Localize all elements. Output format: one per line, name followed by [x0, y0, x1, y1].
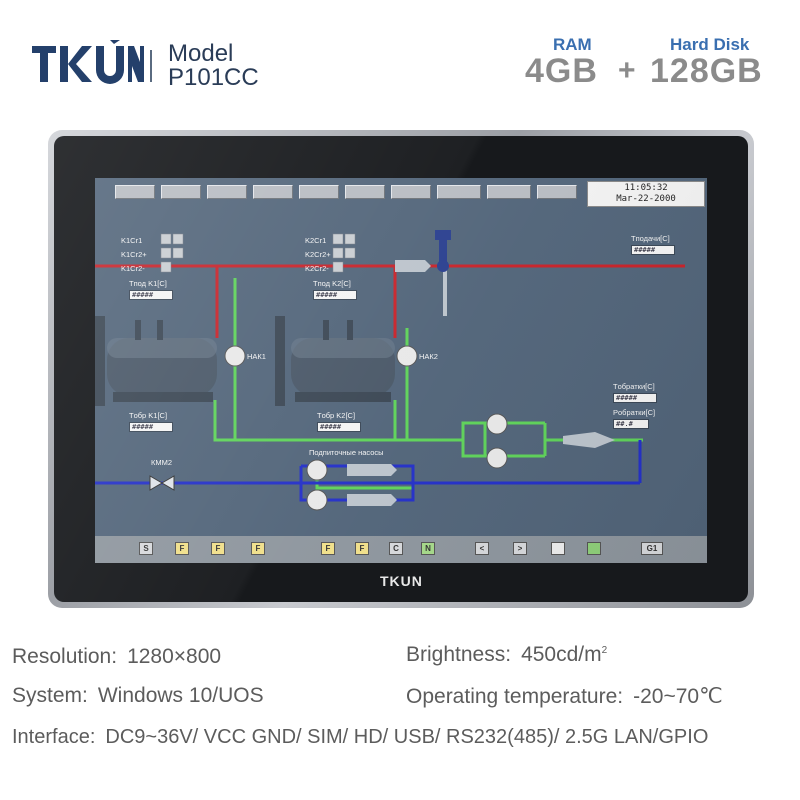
- hmi-button-f2[interactable]: F: [211, 542, 225, 555]
- hmi-button-next[interactable]: >: [513, 542, 527, 555]
- value-robratki: ##.#: [613, 419, 649, 429]
- label-tobr-k1: Tобр K1[C]: [129, 411, 168, 420]
- hard-disk-value: 128GB: [650, 52, 763, 90]
- value-tobr-k1: #####: [129, 422, 173, 432]
- spec-resolution: Resolution: 1280×800: [12, 645, 221, 669]
- model-code: P101CC: [168, 64, 259, 91]
- spec-temperature: Operating temperature: -20~70℃: [406, 684, 723, 709]
- hmi-top-button[interactable]: [161, 185, 201, 199]
- ram-label: RAM: [553, 35, 592, 54]
- status-k2-2: [332, 247, 344, 259]
- label-nak2: НАК2: [419, 352, 438, 361]
- resolution-label: Resolution:: [12, 645, 118, 668]
- hmi-button-c[interactable]: C: [389, 542, 403, 555]
- hmi-top-button[interactable]: [537, 185, 577, 199]
- top-valve-icon: [435, 230, 451, 272]
- screw-conveyor-icon: [347, 260, 615, 506]
- brand-logo: [32, 40, 144, 84]
- resolution-value: 1280×800: [127, 645, 222, 668]
- hmi-diagram: [95, 230, 685, 511]
- hmi-top-button[interactable]: [207, 185, 247, 199]
- spec-system: System: Windows 10/UOS: [12, 684, 264, 708]
- status-k1-1: [160, 233, 172, 245]
- device-bottom-logo: TKUN: [380, 573, 423, 589]
- label-k1cr2plus: K1Cr2+: [121, 250, 147, 259]
- label-k1cr2minus: K1Cr2-: [121, 264, 145, 273]
- brightness-label: Brightness:: [406, 643, 512, 666]
- hmi-top-button[interactable]: [115, 185, 155, 199]
- boiler-k1-icon: [95, 316, 217, 406]
- hmi-button-prev[interactable]: <: [475, 542, 489, 555]
- spec-brightness: Brightness: 450cd/m2: [406, 643, 607, 667]
- hmi-top-button[interactable]: [253, 185, 293, 199]
- status-k1-2: [160, 247, 172, 259]
- hmi-button-f4[interactable]: F: [321, 542, 335, 555]
- hmi-button-s[interactable]: S: [139, 542, 153, 555]
- logo-separator: [150, 50, 152, 82]
- label-robratki: Pобратки[C]: [613, 408, 656, 417]
- value-tpod-k2: #####: [313, 290, 357, 300]
- hmi-top-button[interactable]: [391, 185, 431, 199]
- pump-makeup1-icon: [306, 459, 328, 481]
- hmi-button-g1[interactable]: G1: [641, 542, 663, 555]
- boiler-k2-icon: [275, 316, 395, 406]
- spec-interface: Interface: DC9~36V/ VCC GND/ SIM/ HD/ USB…: [12, 726, 708, 749]
- ram-value: 4GB: [525, 52, 598, 90]
- hmi-button-f3[interactable]: F: [251, 542, 265, 555]
- brightness-value: 450cd/m: [521, 643, 602, 666]
- value-tpodachi: #####: [631, 245, 675, 255]
- system-value: Windows 10/UOS: [97, 684, 264, 707]
- status-k1-3: [160, 261, 172, 273]
- hard-disk-label: Hard Disk: [670, 35, 750, 54]
- label-tpod-k1: Tпод K1[C]: [129, 279, 167, 288]
- status-k2-1: [332, 233, 344, 245]
- label-makeup-pumps: Подпиточные насосы: [309, 448, 384, 457]
- interface-value: DC9~36V/ VCC GND/ SIM/ HD/ USB/ RS232(48…: [105, 726, 709, 748]
- label-k2cr2plus: K2Cr2+: [305, 250, 331, 259]
- label-tobr-k2: Tобр K2[C]: [317, 411, 356, 420]
- hmi-button-blank2[interactable]: [587, 542, 601, 555]
- valve-kmm2-icon: [149, 475, 175, 491]
- hmi-button-blank1[interactable]: [551, 542, 565, 555]
- temperature-label: Operating temperature:: [406, 685, 624, 708]
- hmi-clock: 11:05:32 Mar-22-2000: [587, 181, 705, 207]
- pump-circ2-icon: [486, 447, 508, 469]
- clock-time: 11:05:32: [624, 183, 668, 193]
- value-tobratki: #####: [613, 393, 657, 403]
- hmi-top-button[interactable]: [345, 185, 385, 199]
- hmi-button-f5[interactable]: F: [355, 542, 369, 555]
- label-k2cr2minus: K2Cr2-: [305, 264, 329, 273]
- hmi-top-button[interactable]: [487, 185, 531, 199]
- plus-sign: +: [618, 54, 636, 87]
- interface-label: Interface:: [12, 726, 96, 748]
- model-label: Model: [168, 40, 234, 67]
- label-nak1: НАК1: [247, 352, 266, 361]
- hmi-button-f1[interactable]: F: [175, 542, 189, 555]
- pump-makeup2-icon: [306, 489, 328, 511]
- status-k2-3: [332, 261, 344, 273]
- brightness-superscript: 2: [601, 645, 608, 656]
- value-tobr-k2: #####: [317, 422, 361, 432]
- pump-nak2-icon: [396, 345, 418, 367]
- temperature-value: -20~70℃: [633, 685, 723, 708]
- pump-nak1-icon: [224, 345, 246, 367]
- label-tobratki: Tобратки[C]: [613, 382, 655, 391]
- system-label: System:: [12, 684, 88, 707]
- label-tpod-k2: Tпод K2[C]: [313, 279, 351, 288]
- label-k1cr1: K1Cr1: [121, 236, 143, 245]
- label-kmm2: КММ2: [151, 458, 173, 467]
- hmi-screen: 11:05:32 Mar-22-2000 K1Cr1 K1Cr2+ K1Cr2-…: [95, 178, 707, 563]
- label-tpodachi: Tподачи[C]: [631, 234, 670, 243]
- hmi-button-n[interactable]: N: [421, 542, 435, 555]
- hmi-top-button[interactable]: [437, 185, 481, 199]
- label-k2cr1: K2Cr1: [305, 236, 327, 245]
- clock-date: Mar-22-2000: [616, 194, 676, 204]
- hmi-top-button[interactable]: [299, 185, 339, 199]
- value-tpod-k1: #####: [129, 290, 173, 300]
- pump-circ1-icon: [486, 413, 508, 435]
- supply-pipe: [95, 264, 685, 338]
